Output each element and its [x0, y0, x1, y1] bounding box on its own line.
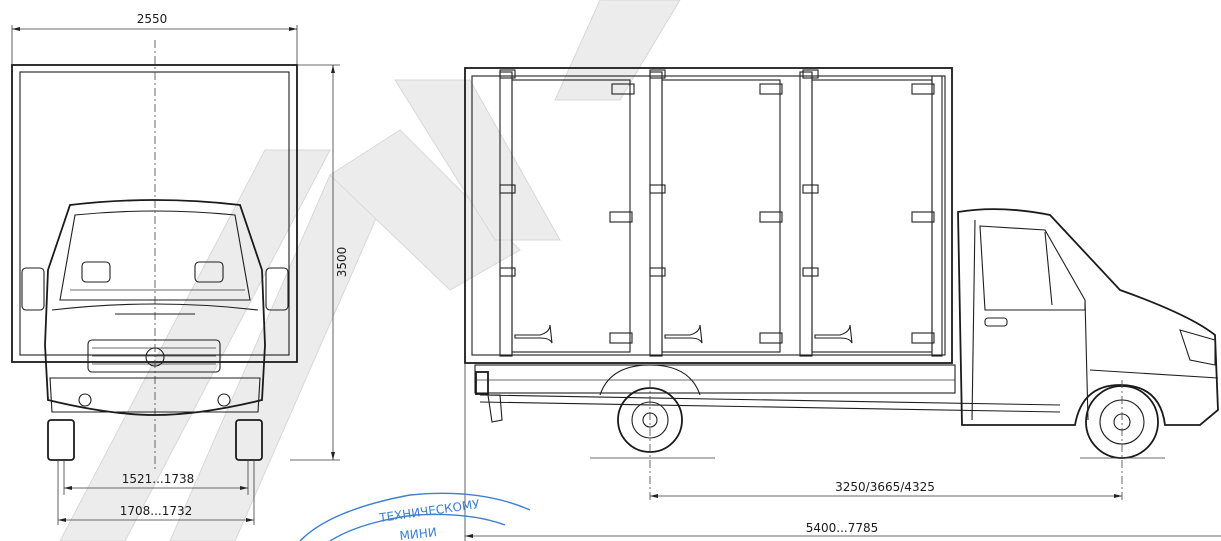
- mirror-left: [21, 267, 45, 311]
- cab-side-window: [979, 225, 1086, 311]
- official-stamp: ТЕХНИЧЕСКОМУ МИНИ: [299, 492, 531, 541]
- watermark-stroke-4: [394, 79, 561, 241]
- door-panel-3: [811, 79, 933, 353]
- door-panel-2: [661, 79, 781, 353]
- seat-right: [194, 261, 224, 283]
- front-wheel-left: [47, 419, 75, 461]
- side-box-body: [464, 67, 953, 364]
- watermark-stroke-5: [554, 0, 681, 101]
- fog-light-left: [78, 393, 92, 407]
- wheelbase-label: 3250/3665/4325: [835, 480, 935, 494]
- overall-length-label: 5400...7785: [806, 521, 879, 535]
- front-wheel-right: [235, 419, 263, 461]
- watermark-stroke-1: [59, 149, 331, 541]
- wheel-outer-width-label: 1708...1732: [120, 504, 193, 518]
- track-width-label: 1521...1738: [122, 472, 195, 486]
- tow-hitch: [487, 394, 503, 423]
- watermark: [59, 0, 681, 541]
- overall-height-label: 3500: [335, 247, 349, 278]
- headlight: [1179, 329, 1216, 366]
- stamp-text-line1: ТЕХНИЧЕСКОМУ: [377, 497, 481, 525]
- front-bumper: [49, 377, 261, 413]
- grille: [87, 339, 221, 373]
- cab-front-body: [44, 199, 266, 416]
- front-box-body: [11, 64, 298, 363]
- door-handle: [984, 317, 1008, 327]
- fog-light-right: [217, 393, 231, 407]
- cab-door-rear-edge: [971, 219, 976, 421]
- door-panels: [499, 69, 943, 357]
- overall-width-label: 2550: [137, 12, 168, 26]
- stamp-text-line2: МИНИ: [399, 525, 438, 541]
- cab-side-body: [957, 208, 1219, 426]
- side-view: 3250/3665/4325 5400...7785: [464, 67, 1221, 541]
- brand-logo: [145, 347, 165, 367]
- chassis-frame: [474, 364, 956, 394]
- mirror-right: [265, 267, 289, 311]
- windshield: [59, 210, 251, 301]
- front-box-inner: [19, 71, 290, 356]
- front-view: 2550 3500: [11, 12, 349, 525]
- rear-light: [475, 371, 489, 395]
- seat-left: [81, 261, 111, 283]
- side-box-inner: [471, 75, 946, 356]
